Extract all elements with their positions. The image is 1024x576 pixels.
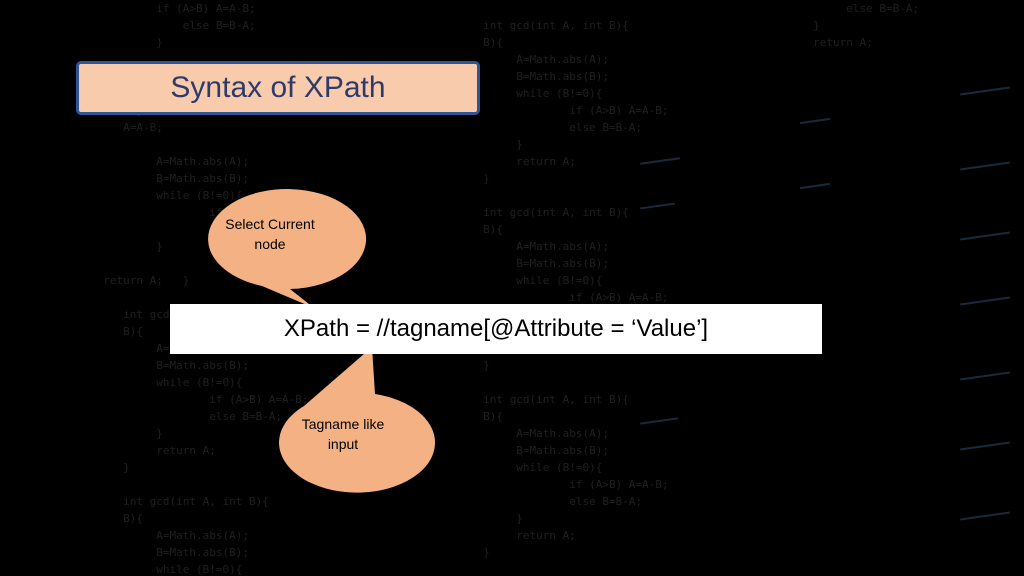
callout-label: Tagname like input (301, 416, 385, 452)
slide-title: Syntax of XPath (76, 61, 480, 115)
callout-text-tagname: Tagname like input (268, 414, 418, 454)
callout-label: Select Current node (225, 216, 315, 252)
callout-text-select-current: Select Current node (195, 214, 345, 254)
xpath-formula: XPath = //tagname[@Attribute = ‘Value’] (170, 304, 822, 354)
